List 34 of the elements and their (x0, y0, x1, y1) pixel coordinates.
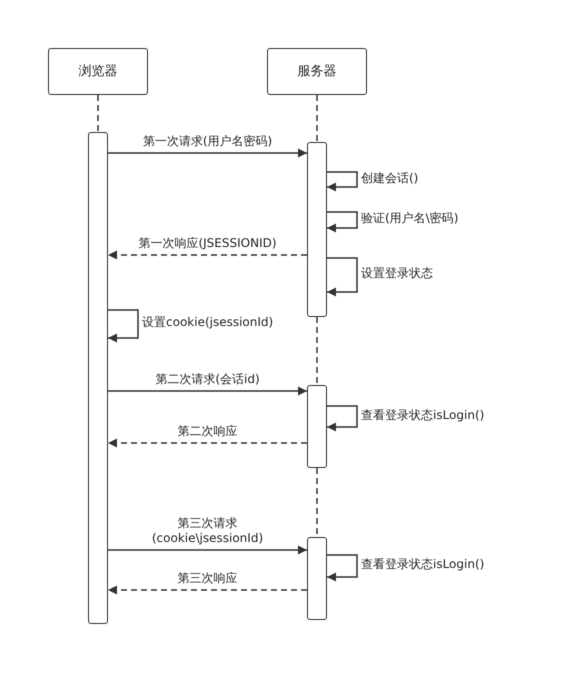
edge-label: 创建会话() (361, 170, 420, 186)
message-arrow (108, 586, 307, 594)
lifeline (316, 95, 318, 142)
self-message-arrow (327, 171, 358, 192)
activation-bar (307, 537, 327, 620)
lifeline (316, 317, 318, 385)
self-message-arrow (327, 257, 358, 296)
message-arrow (108, 438, 307, 448)
edge-label: 查看登录状态isLogin() (361, 557, 486, 572)
self-message-arrow (327, 554, 358, 582)
activation-bar (307, 142, 327, 317)
edge-label: 第三次响应 (176, 571, 238, 586)
message-arrow (108, 250, 307, 260)
edge-label: 第二次响应 (176, 424, 238, 439)
lifeline (316, 468, 318, 537)
edge-label: 第二次请求(会话id) (154, 372, 261, 387)
lifeline-header-box: 服务器 (267, 48, 367, 95)
self-message-arrow (327, 211, 358, 232)
message-arrow (108, 546, 307, 554)
message-arrow (108, 386, 307, 396)
edge-label: 查看登录状态isLogin() (361, 408, 486, 422)
edge-label: 第一次请求(用户名密码) (142, 134, 274, 149)
edge-label: 设置cookie(jsessionId) (142, 315, 274, 330)
self-message-arrow (327, 405, 358, 432)
lifeline (97, 95, 99, 132)
self-message-arrow (108, 309, 139, 342)
edge-label: 第三次请求 (cookie\jsessionId) (150, 516, 264, 546)
activation-bar (88, 132, 108, 624)
edge-label: 验证(用户名\密码) (361, 211, 460, 226)
lifeline-header-box: 浏览器 (48, 48, 148, 95)
activation-bar (307, 385, 327, 468)
message-arrow (108, 148, 307, 158)
edge-label: 设置登录状态 (361, 266, 434, 281)
edge-label: 第一次响应(JSESSIONID) (137, 236, 278, 251)
